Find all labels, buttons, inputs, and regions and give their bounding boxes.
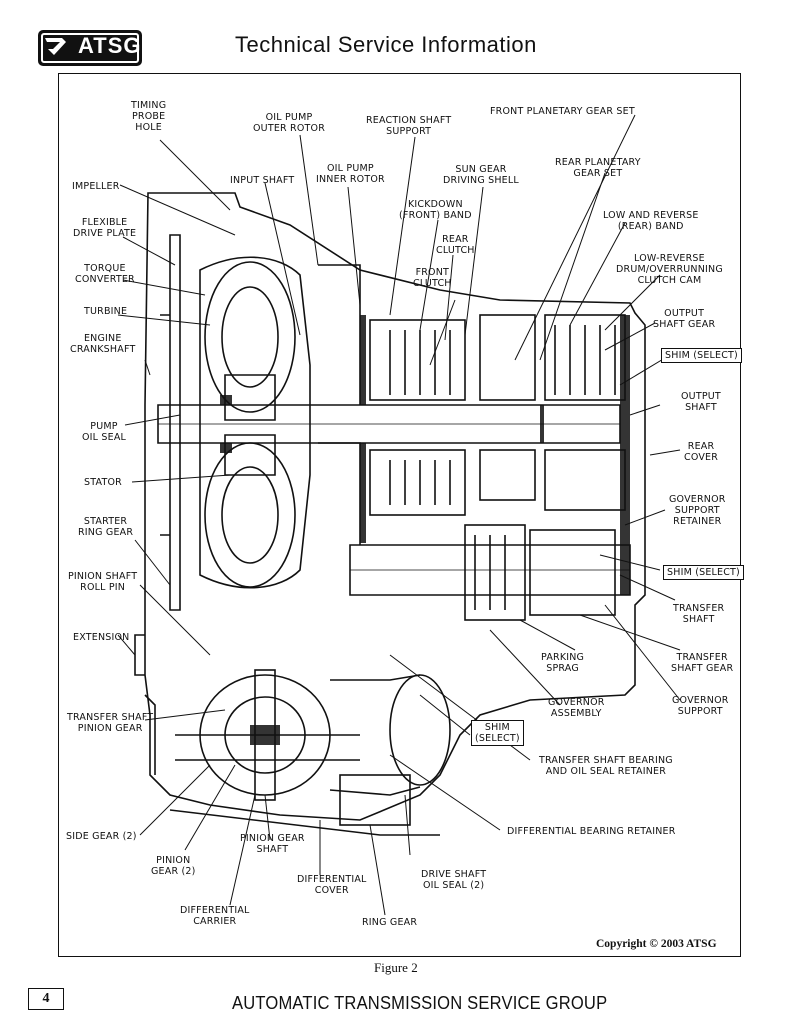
figure-caption: Figure 2 — [374, 960, 418, 975]
label-drive-shaft-oil-seal: DRIVE SHAFT OIL SEAL (2) — [421, 869, 487, 891]
label-input-shaft: INPUT SHAFT — [230, 175, 295, 186]
label-output-shaft: OUTPUT SHAFT — [681, 391, 721, 413]
logo-text: ATSG — [78, 33, 142, 58]
label-low-reverse-drum: LOW-REVERSE DRUM/OVERRUNNING CLUTCH CAM — [616, 253, 723, 286]
label-engine-crankshaft: ENGINE CRANKSHAFT — [70, 333, 136, 355]
label-rear-clutch: REAR CLUTCH — [436, 234, 475, 256]
label-parking-sprag: PARKING SPRAG — [541, 652, 585, 674]
label-stator: STATOR — [84, 477, 122, 488]
label-differential-carrier: DIFFERENTIAL CARRIER — [180, 905, 250, 927]
label-timing-probe-hole: TIMING PROBE HOLE — [131, 100, 167, 133]
label-flexible-drive-plate: FLEXIBLE DRIVE PLATE — [73, 217, 137, 239]
footer-text: AUTOMATIC TRANSMISSION SERVICE GROUP — [232, 993, 608, 1013]
checkmark-logo-icon — [45, 38, 66, 55]
label-governor-support: GOVERNOR SUPPORT — [672, 695, 729, 717]
label-starter-ring-gear: STARTER RING GEAR — [78, 516, 134, 538]
label-kickdown-band: KICKDOWN (FRONT) BAND — [399, 199, 472, 221]
label-torque-converter: TORQUE CONVERTER — [75, 263, 135, 285]
label-reaction-shaft-support: REACTION SHAFT SUPPORT — [366, 115, 452, 137]
label-shim-select-2: SHIM (SELECT) — [663, 565, 744, 580]
copyright: Copyright © 2003 ATSG — [596, 938, 717, 950]
label-front-clutch: FRONT CLUTCH — [413, 267, 452, 289]
label-side-gear: SIDE GEAR (2) — [66, 831, 137, 842]
label-pump-oil-seal: PUMP OIL SEAL — [82, 421, 127, 443]
label-front-planetary-gear-set: FRONT PLANETARY GEAR SET — [490, 106, 635, 117]
diagram-frame — [58, 73, 741, 957]
label-transfer-shaft-gear: TRANSFER SHAFT GEAR — [671, 652, 734, 674]
label-rear-cover: REAR COVER — [684, 441, 719, 463]
transaxle-cutaway-diagram — [117, 114, 681, 916]
label-governor-support-retainer: GOVERNOR SUPPORT RETAINER — [669, 494, 726, 527]
label-sun-gear-driving-shell: SUN GEAR DRIVING SHELL — [443, 164, 519, 186]
label-transfer-shaft-bearing: TRANSFER SHAFT BEARING AND OIL SEAL RETA… — [539, 755, 673, 777]
label-shim-select-3: SHIM (SELECT) — [471, 720, 524, 746]
label-differential-bearing-retainer: DIFFERENTIAL BEARING RETAINER — [507, 826, 676, 837]
label-oil-pump-outer-rotor: OIL PUMP OUTER ROTOR — [253, 112, 326, 134]
label-rear-planetary-gear-set: REAR PLANETARY GEAR SET — [555, 157, 641, 179]
label-extension: EXTENSION — [73, 632, 130, 643]
atsg-logo: ATSG — [38, 30, 142, 66]
label-shim-select-1: SHIM (SELECT) — [661, 348, 742, 363]
page-number: 4 — [28, 988, 64, 1010]
label-pinion-gear: PINION GEAR (2) — [151, 855, 196, 877]
label-output-shaft-gear: OUTPUT SHAFT GEAR — [653, 308, 716, 330]
label-impeller: IMPELLER — [72, 181, 120, 192]
label-governor-assembly: GOVERNOR ASSEMBLY — [548, 697, 605, 719]
label-transfer-shaft-pinion-gear: TRANSFER SHAFT PINION GEAR — [67, 712, 154, 734]
label-low-reverse-band: LOW AND REVERSE (REAR) BAND — [603, 210, 699, 232]
label-turbine: TURBINE — [84, 306, 128, 317]
label-transfer-shaft: TRANSFER SHAFT — [673, 603, 725, 625]
label-pinion-gear-shaft: PINION GEAR SHAFT — [240, 833, 305, 855]
label-ring-gear: RING GEAR — [362, 917, 418, 928]
label-pinion-shaft-roll-pin: PINION SHAFT ROLL PIN — [68, 571, 138, 593]
label-differential-cover: DIFFERENTIAL COVER — [297, 874, 367, 896]
page-title: Technical Service Information — [235, 32, 537, 57]
label-oil-pump-inner-rotor: OIL PUMP INNER ROTOR — [316, 163, 385, 185]
